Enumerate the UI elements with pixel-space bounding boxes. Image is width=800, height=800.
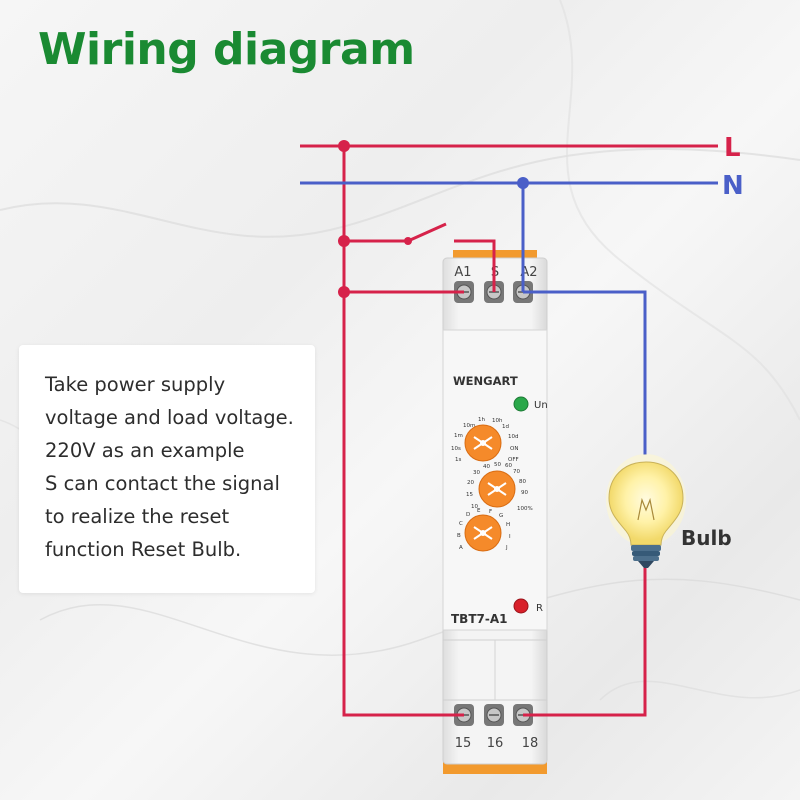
note-line: function Reset Bulb.: [45, 538, 242, 561]
bulb-neutral-wire: [523, 290, 647, 455]
dial-tick-label: A: [459, 545, 463, 551]
dial-tick-label: 100%: [517, 506, 533, 512]
neutral-label: N: [722, 171, 744, 201]
dial-tick-label: 10m: [463, 423, 475, 429]
terminal-label-a1: A1: [454, 265, 471, 280]
dial-tick-label: 70: [513, 469, 520, 475]
note-line: 220V as an example: [45, 439, 245, 462]
bulb-icon: [606, 454, 686, 568]
dial-percent-scale: 10 15 20 30 40 50 60 70 80 90 100%: [466, 462, 533, 512]
dial-tick-label: C: [459, 521, 463, 527]
dial-tick-label: E: [477, 508, 481, 514]
switch-s: [407, 222, 447, 243]
dial-tick-label: 15: [466, 492, 473, 498]
power-led: [513, 396, 529, 412]
dial-tick-label: 10s: [451, 446, 461, 452]
dial-time-scale: 1s 10s 1m 10m 1h 10h 1d 10d ON OFF: [451, 417, 519, 463]
terminal-label-16: 16: [487, 736, 504, 751]
dial-mode[interactable]: [464, 514, 502, 552]
model-label: TBT7-A1: [451, 612, 507, 626]
dial-time[interactable]: [464, 424, 502, 462]
live-label: L: [724, 133, 741, 163]
dial-tick-label: H: [506, 522, 510, 528]
dial-tick-label: 1h: [478, 417, 485, 423]
page-title: Wiring diagram: [38, 24, 415, 75]
dial-tick-label: 60: [505, 463, 512, 469]
switch-to-s-wire: [454, 239, 496, 292]
terminal-label-a2: A2: [520, 265, 537, 280]
terminal-label-18: 18: [522, 736, 539, 751]
dial-tick-label: 10d: [508, 434, 519, 440]
dial-tick-label: B: [457, 533, 461, 539]
dial-tick-label: 30: [473, 470, 480, 476]
live-drop-wire: [342, 146, 464, 717]
live-junctions: [338, 140, 412, 298]
dial-tick-label: F: [489, 509, 492, 515]
dial-tick-label: 20: [467, 480, 474, 486]
dial-mode-scale: A B C D E F G H I J: [457, 508, 511, 551]
dial-tick-label: 10: [471, 504, 478, 510]
note-line: S can contact the signal: [45, 472, 280, 495]
neutral-junction: [517, 177, 529, 189]
terminal-label-15: 15: [455, 736, 472, 751]
dial-tick-label: G: [499, 513, 503, 519]
load-wire: [523, 557, 647, 717]
terminal-16: [484, 704, 504, 726]
dial-tick-label: 1d: [502, 424, 509, 430]
dial-tick-label: I: [509, 534, 511, 540]
relay-led-label: R: [536, 603, 543, 614]
instruction-note: Take power supply voltage and load volta…: [19, 345, 315, 593]
dial-tick-label: ON: [510, 446, 518, 452]
note-line: to realize the reset: [45, 505, 230, 528]
relay-led: [513, 598, 529, 614]
note-line: voltage and load voltage.: [45, 406, 294, 429]
brand-logo: WENGART: [453, 374, 518, 388]
dial-tick-label: 10h: [492, 418, 503, 424]
dial-tick-label: 40: [483, 464, 490, 470]
dial-percent[interactable]: [478, 470, 516, 508]
live-wiring: [300, 144, 718, 717]
power-led-label: Un: [534, 400, 548, 411]
dial-tick-label: 50: [494, 462, 501, 468]
dial-tick-label: 1m: [454, 433, 463, 439]
dial-tick-label: 80: [519, 479, 526, 485]
dial-tick-label: 1s: [455, 457, 461, 463]
note-line: Take power supply: [45, 373, 226, 396]
neutral-wiring: [300, 181, 718, 455]
dial-tick-label: OFF: [508, 457, 519, 463]
dial-tick-label: 90: [521, 490, 528, 496]
timer-relay: A1 S A2 WENGART Un 1s 10s 1m 10m: [442, 250, 548, 774]
dial-tick-label: D: [466, 512, 470, 518]
bulb-label: Bulb: [681, 526, 732, 550]
dial-tick-label: J: [505, 545, 508, 551]
